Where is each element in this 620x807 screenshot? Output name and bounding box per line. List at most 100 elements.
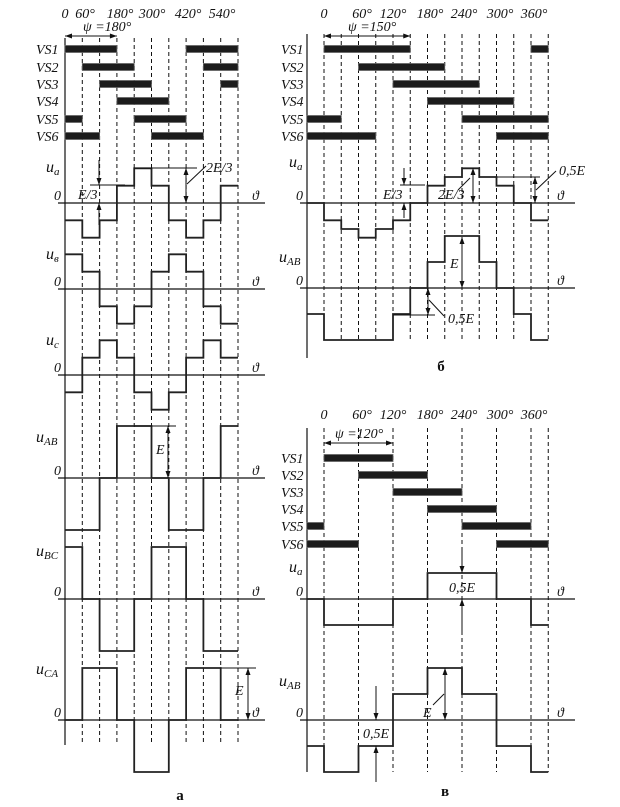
x-tick-label: 360° xyxy=(520,408,548,423)
arrow-head xyxy=(459,237,465,244)
switch-conduction-bar xyxy=(64,45,118,53)
arrow-head xyxy=(425,288,431,295)
annotation-e-ab: E xyxy=(449,257,459,272)
x-tick-label: 360° xyxy=(520,7,548,22)
series-label-u_a: uа xyxy=(289,154,303,173)
half-e-dimension-arrow xyxy=(532,177,538,203)
annotation-half-e-ua: 0,5E xyxy=(559,164,586,179)
switch-label: VS2 xyxy=(36,61,59,76)
x-tick-label: 120° xyxy=(380,408,407,423)
arrow-head xyxy=(324,33,331,39)
arrow-head xyxy=(183,168,189,175)
zero-label: 0 xyxy=(54,706,61,721)
zero-label: 0 xyxy=(296,706,303,721)
switch-conduction-bar xyxy=(81,63,135,71)
switch-conduction-bar xyxy=(358,63,446,71)
x-tick-label: 300° xyxy=(486,408,514,423)
arrow-head xyxy=(442,713,448,720)
2e3-dimension-arrow xyxy=(183,168,189,203)
arrow-head xyxy=(532,196,538,203)
annotation-half-e-ab: 0,5E xyxy=(448,312,475,327)
e3-arrow-bottom xyxy=(96,203,102,225)
switch-label: VS6 xyxy=(281,538,304,553)
arrow-head xyxy=(403,33,411,39)
switch-label: VS4 xyxy=(281,95,304,110)
switch-conduction-bar xyxy=(64,132,100,140)
x-tick-label: 180° xyxy=(417,7,444,22)
annotation-half-e-ab: 0,5E xyxy=(363,727,390,742)
arrow-head xyxy=(532,177,538,184)
switch-conduction-bar xyxy=(116,97,170,105)
theta-axis-label: ϑ xyxy=(252,361,260,376)
waveform-u_BC xyxy=(65,546,238,652)
panel-caption-b: б xyxy=(437,359,445,375)
zero-label: 0 xyxy=(54,585,61,600)
panel-caption-a: а xyxy=(176,788,184,804)
arrow-head xyxy=(165,471,171,478)
leader-line xyxy=(535,170,557,191)
theta-axis-label: ϑ xyxy=(557,706,565,721)
theta-axis-label: ϑ xyxy=(252,275,260,290)
arrow-head xyxy=(459,281,465,288)
waveform-u_c xyxy=(65,339,238,411)
waveform-u_a xyxy=(306,167,549,239)
switch-label: VS4 xyxy=(281,503,304,518)
arrow-head xyxy=(245,668,251,675)
zero-label: 0 xyxy=(296,585,303,600)
zero-label: 0 xyxy=(54,361,61,376)
arrow-head xyxy=(442,668,448,675)
switch-label: VS4 xyxy=(36,95,59,110)
zero-label: 0 xyxy=(54,275,61,290)
switch-conduction-bar xyxy=(323,45,411,53)
x-tick-label: 0 xyxy=(62,7,69,22)
arrow-head xyxy=(459,599,465,606)
leader-line xyxy=(428,299,445,317)
switch-conduction-bar xyxy=(306,115,342,123)
x-tick-label: 540° xyxy=(209,7,236,22)
psi-angle-label: ψ =150° xyxy=(348,20,397,35)
switch-conduction-bar xyxy=(185,45,239,53)
psi-dimension-arrow xyxy=(324,440,393,446)
switch-conduction-bar xyxy=(392,80,480,88)
leader-line xyxy=(432,693,445,706)
series-label-u_BC: uBC xyxy=(36,543,59,562)
2e3-dimension-arrow xyxy=(470,168,476,203)
theta-axis-label: ϑ xyxy=(252,585,260,600)
e-dimension-arrow-ab xyxy=(165,426,171,478)
x-tick-label: 60° xyxy=(352,7,372,22)
zero-label: 0 xyxy=(296,274,303,289)
psi-angle-label: ψ =120° xyxy=(335,427,384,442)
x-tick-label: 180° xyxy=(107,7,134,22)
series-label-u_a: uа xyxy=(46,159,60,178)
half-e-arrow-top xyxy=(459,548,465,573)
waveform-u_AB xyxy=(306,667,549,773)
x-tick-label: 0 xyxy=(321,408,328,423)
waveform-u_AB xyxy=(306,235,549,341)
x-tick-label: 300° xyxy=(138,7,166,22)
e-dimension-arrow-ab xyxy=(442,668,448,720)
psi-dimension-arrow xyxy=(65,33,117,39)
switch-label: VS6 xyxy=(36,130,59,145)
switch-label: VS3 xyxy=(281,486,304,501)
e-dimension-arrow-ab xyxy=(459,237,465,288)
switch-conduction-bar xyxy=(133,115,187,123)
x-tick-label: 240° xyxy=(451,7,478,22)
panel-caption-c: в xyxy=(441,784,449,800)
waveform-u_AB xyxy=(65,425,238,531)
waveform-u_a xyxy=(65,167,238,239)
series-label-u_AB: uAB xyxy=(279,673,301,692)
switch-label: VS2 xyxy=(281,61,304,76)
waveform-u_b xyxy=(65,253,238,325)
leader-line xyxy=(457,177,471,191)
annotation-e-third: E/3 xyxy=(77,188,97,203)
x-tick-label: 240° xyxy=(451,408,478,423)
series-label-u_AB: uAB xyxy=(279,249,301,268)
theta-axis-label: ϑ xyxy=(252,464,260,479)
switch-conduction-bar xyxy=(323,454,394,462)
arrow-head xyxy=(425,308,431,315)
arrow-head xyxy=(401,203,407,210)
psi-angle-label: ψ =180° xyxy=(83,20,132,35)
e3-arrow-top xyxy=(401,168,407,185)
arrow-head xyxy=(109,33,117,39)
